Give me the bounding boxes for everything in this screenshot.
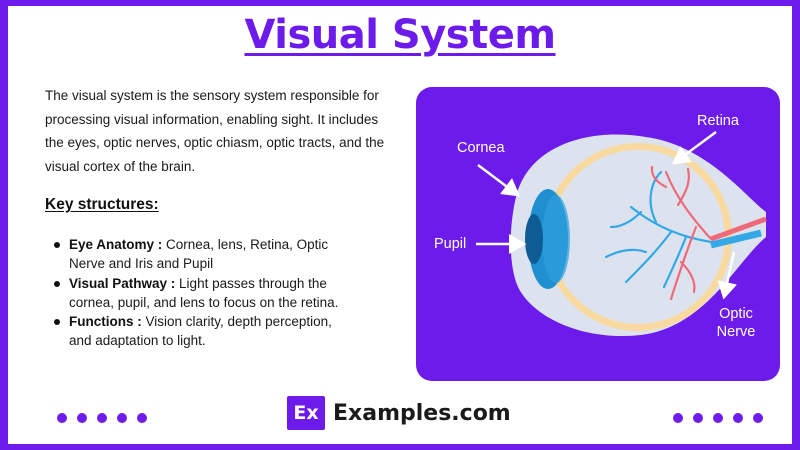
optic-nerve-label-line2: Nerve	[716, 324, 756, 340]
dot	[137, 413, 147, 423]
bullet-text: Cornea, lens, Retina, Optic Nerve and Ir…	[69, 237, 329, 272]
dot	[693, 413, 703, 423]
cornea-label: Cornea	[457, 140, 505, 156]
vitreous-body	[551, 150, 725, 324]
intro-paragraph: The visual system is the sensory system …	[45, 88, 385, 174]
bullet-term: Visual Pathway :	[69, 275, 176, 291]
optic-nerve-label-line1: Optic	[719, 306, 753, 322]
list-item: Eye Anatomy : Cornea, lens, Retina, Opti…	[52, 235, 352, 274]
decorative-dots-right	[673, 413, 763, 423]
dot	[57, 413, 67, 423]
dot	[97, 413, 107, 423]
lens-shape	[542, 195, 570, 283]
bullet-term: Eye Anatomy :	[69, 237, 163, 252]
bullet-term: Functions :	[69, 314, 142, 330]
list-item: Functions : Vision clarity, depth percep…	[52, 312, 352, 351]
optic-nerve-arrow	[717, 251, 738, 300]
page-title: Visual System	[244, 12, 557, 58]
retina-arrow	[671, 130, 717, 165]
dot	[117, 413, 127, 423]
cornea-arrow	[477, 164, 520, 197]
pupil-shape	[525, 214, 543, 264]
bullet-text: Light passes through the cornea, pupil, …	[69, 275, 339, 310]
retinal-vessels-blue	[604, 170, 713, 289]
dot	[713, 413, 723, 423]
retinal-vessels-red	[650, 165, 713, 301]
logo-mark: Ex	[287, 396, 325, 430]
key-structures-heading: Key structures:	[45, 196, 159, 213]
optic-nerve	[710, 229, 762, 249]
eye-diagram-panel: Retina Cornea Pupil Optic Nerve	[416, 87, 780, 381]
logo-text: Examples.com	[333, 400, 511, 426]
dot	[733, 413, 743, 423]
eye-diagram	[476, 130, 767, 337]
optic-nerve-vessel	[710, 216, 767, 242]
key-structures-list: Eye Anatomy : Cornea, lens, Retina, Opti…	[52, 235, 352, 351]
retina-label: Retina	[697, 113, 739, 129]
bullet-text: Vision clarity, depth perception, and ad…	[69, 314, 332, 349]
decorative-dots-left	[57, 413, 147, 423]
dot	[673, 413, 683, 423]
footer-brand[interactable]: Ex Examples.com	[287, 394, 511, 432]
pupil-label: Pupil	[434, 236, 467, 252]
optic-nerve-label: Optic Nerve	[716, 305, 756, 341]
dot	[77, 413, 87, 423]
dot	[753, 413, 763, 423]
list-item: Visual Pathway : Light passes through th…	[52, 274, 352, 313]
